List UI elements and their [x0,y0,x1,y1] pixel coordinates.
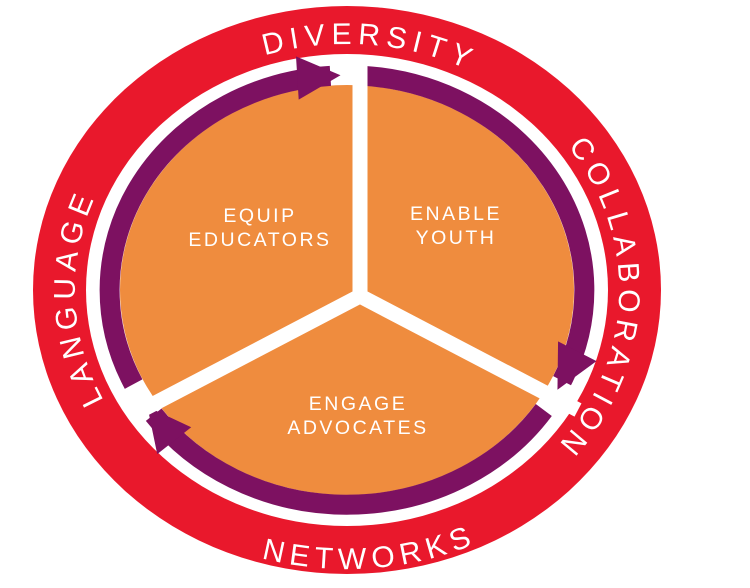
sector-label-enable-line1: ENABLE [410,203,502,225]
sector-label-equip-line1: EQUIP [223,205,296,227]
cycle-arrow-left [99,56,341,389]
cycle-arrow-bottom [145,404,552,515]
sector-divider-bottom-right [356,289,582,417]
sector-disc [120,85,574,495]
sector-label-enable-line2: YOUTH [416,227,497,249]
sector-label-equip-line2: EDUCATORS [188,229,331,251]
sector-label-engage-line1: ENGAGE [309,393,407,415]
sector-label-engage-line2: ADVOCATES [287,417,428,439]
cycle-arrow-top-right [362,65,597,390]
sector-divider-bottom-left [138,289,364,417]
